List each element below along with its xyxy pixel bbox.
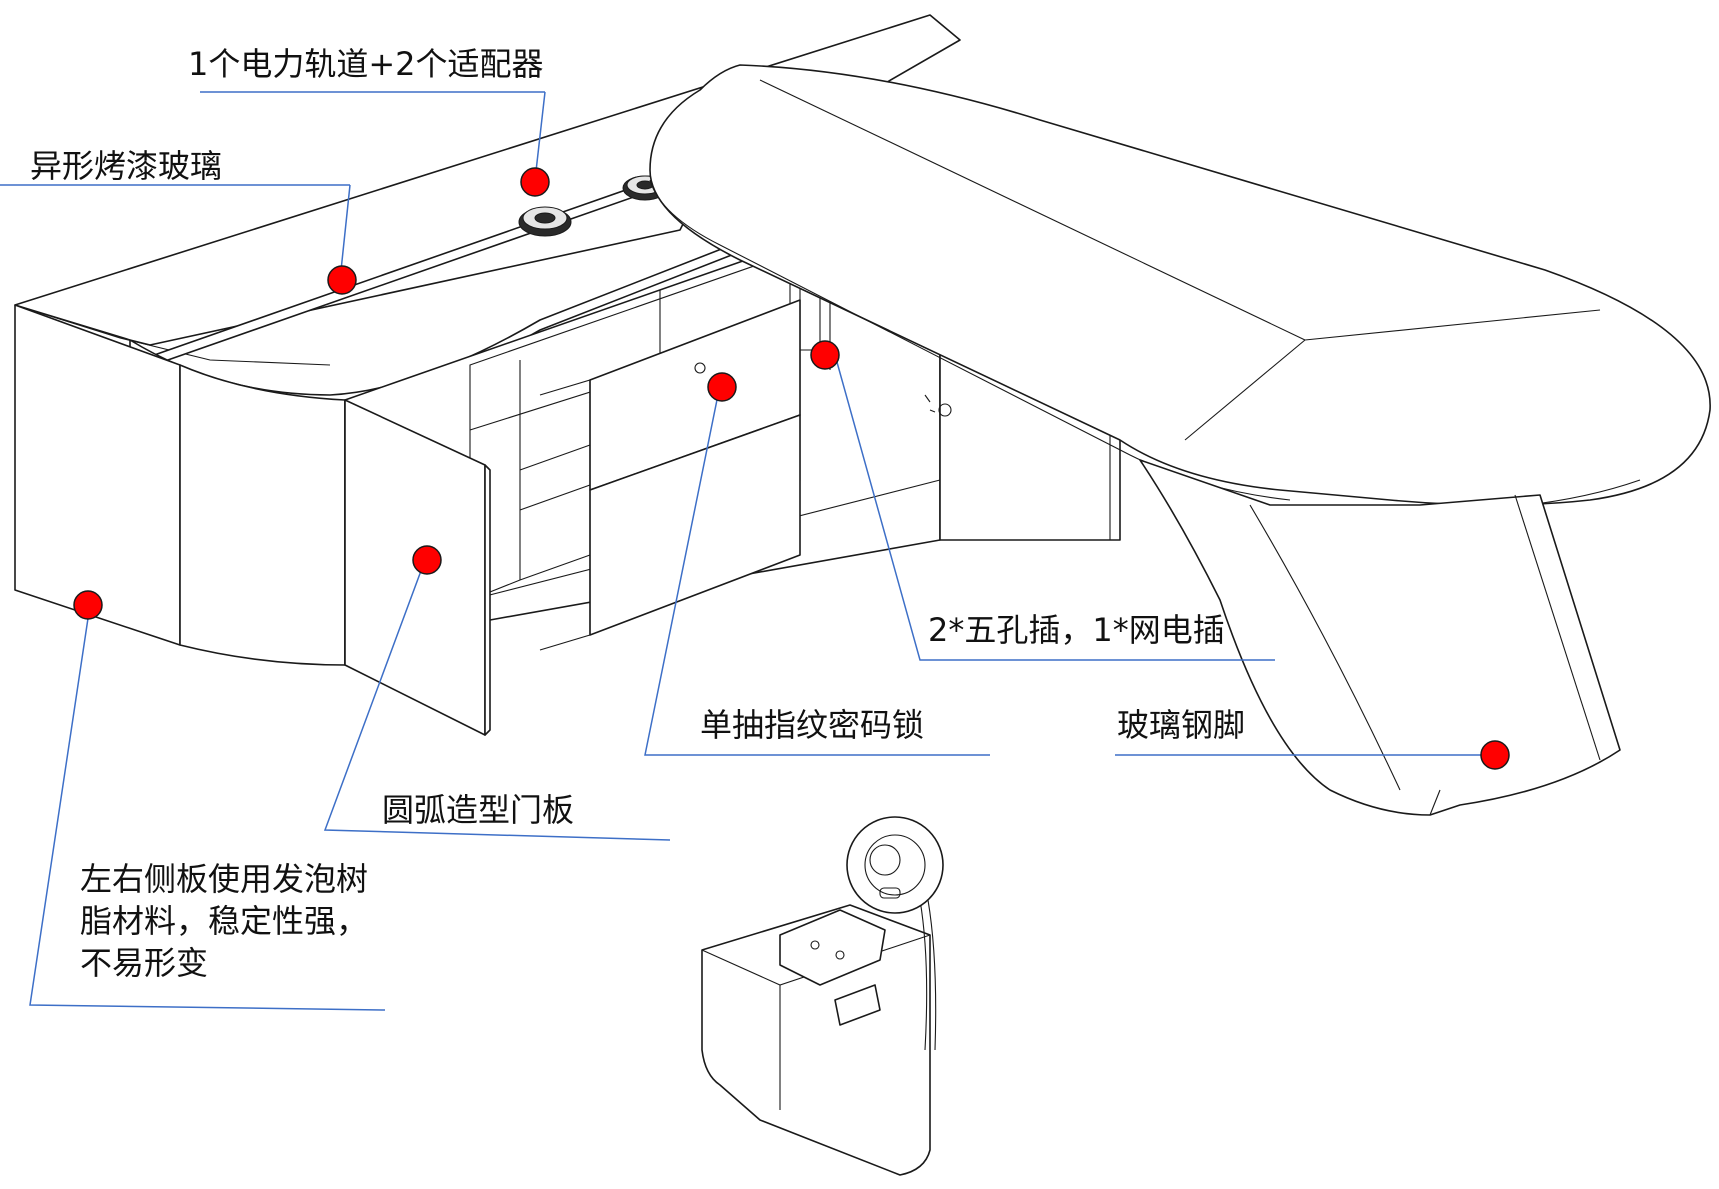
glass-leg xyxy=(1139,459,1621,816)
leader-side-panel xyxy=(29,604,386,1011)
leader-door xyxy=(323,559,671,841)
leader-lock xyxy=(644,384,990,756)
desk-top xyxy=(649,64,1711,512)
callout-power-track: 1个电力轨道+2个适配器 xyxy=(188,45,544,83)
marker-side-panel xyxy=(73,590,103,620)
fingerprint-reader xyxy=(846,816,944,914)
leader-lines xyxy=(0,91,1495,1011)
callout-door: 圆弧造型门板 xyxy=(382,791,575,829)
marker-power-track xyxy=(520,167,550,197)
callout-sockets: 2*五孔插，1*网电插 xyxy=(928,611,1225,649)
marker-sockets xyxy=(810,340,840,370)
marker-lock xyxy=(707,372,737,402)
callout-glass-leg: 玻璃钢脚 xyxy=(1117,706,1246,744)
markers xyxy=(73,167,1510,770)
mount-bracket xyxy=(779,909,886,986)
marker-glass xyxy=(327,265,357,295)
fingerprint-lock-detail xyxy=(701,816,944,1176)
leader-sockets xyxy=(834,354,1275,661)
front-curved-panel xyxy=(179,364,346,666)
callout-lock: 单抽指纹密码锁 xyxy=(700,706,925,744)
callout-side-panel: 左右侧板使用发泡树脂材料，稳定性强，不易形变 xyxy=(80,860,369,982)
marker-glass-leg xyxy=(1480,740,1510,770)
marker-door xyxy=(412,545,442,575)
callout-glass: 异形烤漆玻璃 xyxy=(30,147,223,185)
